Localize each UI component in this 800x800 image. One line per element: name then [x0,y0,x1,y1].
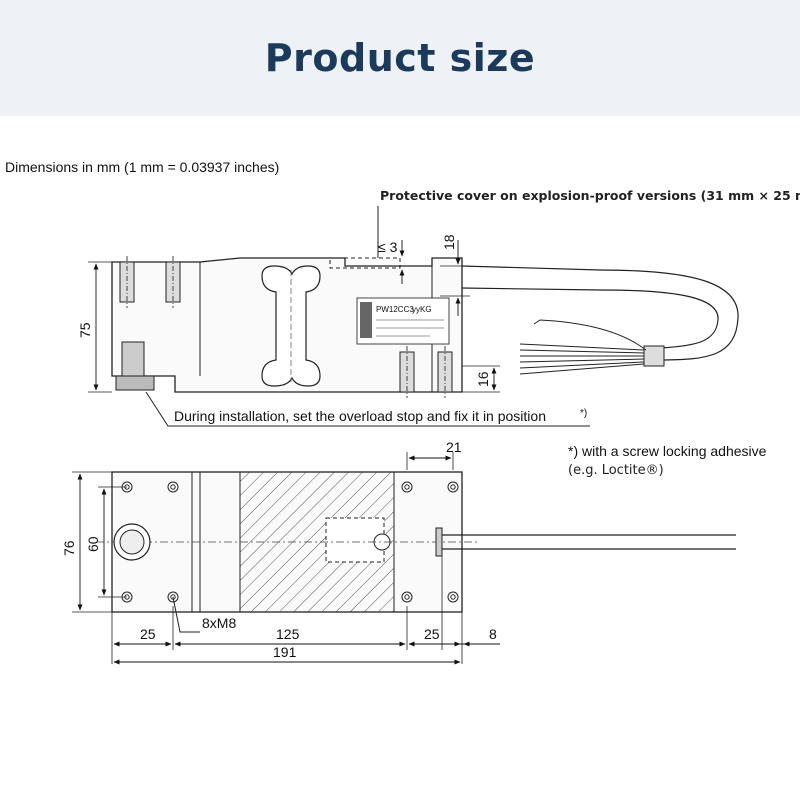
dim-width-outer: 76 [61,540,77,556]
install-footnote-mark: *) [580,408,587,419]
units-note: Dimensions in mm (1 mm = 0.03937 inches) [5,159,279,175]
adhesive-note: *) with a screw locking adhesive [568,443,767,459]
threaded-hole-4 [437,351,453,393]
threaded-hole-3 [399,351,415,393]
type-plate-capacity: yyKG [412,305,432,314]
dim-stop-height: 16 [475,371,491,387]
dim-right-edge: 25 [424,626,440,642]
protective-cover-outline [329,257,401,269]
top-view: 8xM8 76 60 21 25 125 25 8 [61,439,736,665]
protective-cover-note: Protective cover on explosion-proof vers… [380,188,800,203]
dim-cable-offset: 8 [489,626,497,642]
screws-label: 8xM8 [202,615,236,631]
cable-shield-wire [539,319,647,351]
install-leader [145,391,590,427]
dimension-drawing: Dimensions in mm (1 mm = 0.03937 inches)… [5,159,800,665]
side-view: PW12CC3 yyKG 75 ≤ 3 [77,234,739,427]
mounting-holes [121,481,459,603]
dim-left-edge: 25 [140,626,156,642]
threaded-hole-1 [119,261,135,303]
dim-width-holes: 60 [85,536,101,552]
type-plate-stripe [360,302,372,338]
dim-side-height: 75 [77,322,93,338]
header-banner: Product size [0,0,800,116]
overload-stop-bolt [121,341,145,377]
cable-inner [599,289,719,349]
type-plate-model: PW12CC3 [376,305,414,314]
cable-sleeve [643,345,665,367]
adhesive-example: (e.g. Loctite®) [568,463,664,478]
overload-stop-nut [115,375,155,391]
page-title: Product size [264,36,536,80]
cable-wire-ends [519,343,645,375]
dim-hole-span: 125 [276,626,300,642]
install-note: During installation, set the overload st… [174,408,546,424]
dim-total-length: 191 [273,644,297,660]
dim-bolt-offset: 21 [446,439,462,455]
dim-overload-gap: ≤ 3 [378,239,398,255]
cable-outer [599,269,739,361]
threaded-hole-2 [165,261,181,303]
dim-cable-height: 18 [441,234,457,250]
